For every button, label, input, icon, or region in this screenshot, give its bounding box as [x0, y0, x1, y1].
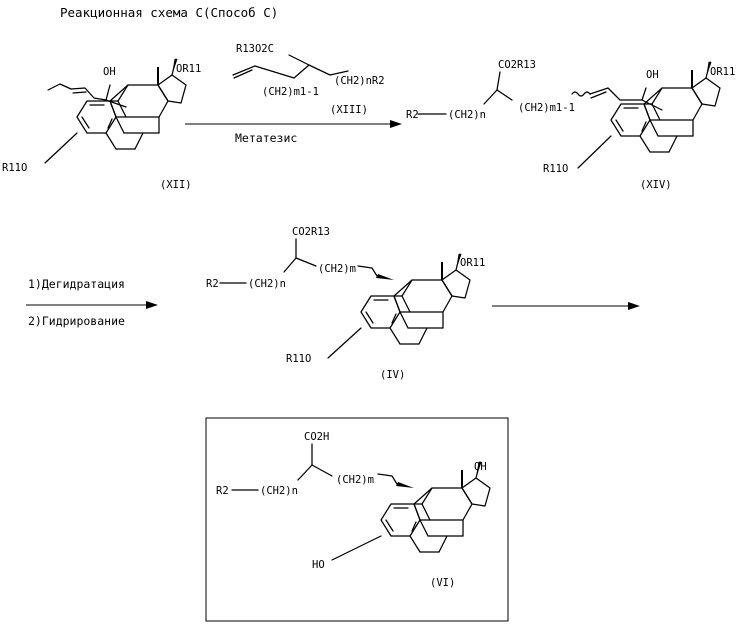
branch-right-xiv	[497, 90, 512, 100]
or11-top-xii: OR11	[176, 63, 201, 75]
branch-left-iv	[284, 258, 296, 272]
ester-label-xiv: CO2R13	[498, 59, 536, 71]
or11-top-xiv: OR11	[710, 66, 735, 78]
ether-bond-iv	[328, 328, 361, 358]
reagent-ester-label: R13O2C	[236, 43, 274, 55]
wavy-bond	[572, 92, 590, 96]
or11-left-xiv: R11O	[543, 163, 568, 175]
acid-label-vi: CO2H	[304, 431, 329, 443]
arrow-metathesis: Метатезис	[185, 120, 402, 145]
reagent-chain-n: (CH2)nR2	[334, 75, 385, 87]
compound-xii: OH OR11 R11O (XII)	[2, 59, 201, 191]
steroid-core-iv	[361, 262, 470, 344]
compound-iv: OR11 R11O CO2R13 (CH2)m (CH2)n R2 (IV)	[206, 226, 485, 381]
hydrogenation-label: 2)Гидрирование	[28, 314, 125, 328]
chain-n-iv: (CH2)n	[248, 278, 286, 290]
label-vi: (VI)	[430, 577, 455, 589]
steroid-core-vi	[381, 470, 490, 552]
compound-xiv: OH OR11 R11O CO2R13 (CH2)m1-1 (CH2)n R2 …	[406, 59, 735, 191]
ester-bond	[289, 55, 309, 65]
arrow-dehydration-hydrogenation: 1)Дегидратация 2)Гидрирование	[26, 277, 158, 328]
chain-link-iv	[358, 266, 377, 276]
arrow-deprotection	[492, 302, 640, 310]
metathesis-label: Метатезис	[235, 131, 297, 145]
alkene-chain-xiv	[590, 88, 642, 100]
phenol-bond-vi	[332, 536, 381, 560]
reagent-chain-m: (CH2)m1-1	[262, 86, 319, 98]
branch-left-xiv	[484, 90, 497, 104]
ester-bond-xiv	[497, 72, 500, 90]
reagent-label-xiii: (XIII)	[330, 104, 368, 116]
oh-label-xii: OH	[103, 66, 116, 78]
label-xiv: (XIV)	[640, 179, 672, 191]
oh-label-xiv: OH	[646, 69, 659, 81]
branch-left-vi	[298, 465, 312, 480]
allyl-terminal	[48, 84, 71, 90]
branch-right-iv	[296, 258, 316, 266]
reagent-xiii: R13O2C (CH2)m1-1 (CH2)nR2 (XIII)	[233, 43, 385, 116]
ether-bond-xiv	[578, 136, 611, 168]
r2-label-vi: R2	[216, 485, 229, 497]
chain-m-vi: (CH2)m	[336, 474, 374, 486]
chain-link-vi	[378, 474, 397, 484]
ether-bond-xii	[45, 133, 77, 163]
ho-left-vi: HO	[312, 559, 325, 571]
or11-left-iv: R11O	[286, 353, 311, 365]
scheme-title: Реакционная схема C(Способ C)	[60, 5, 278, 20]
label-xii: (XII)	[160, 179, 192, 191]
allyl-double-bond	[73, 92, 86, 93]
branch-bond	[309, 65, 348, 75]
r2-label-xiv: R2	[406, 109, 419, 121]
allyl-chain	[71, 88, 106, 100]
c11-wedge-vi	[396, 482, 414, 488]
label-iv: (IV)	[380, 369, 405, 381]
branch-right-vi	[312, 465, 332, 476]
chain-n-xiv: (CH2)n	[448, 109, 486, 121]
vinyl-chain	[233, 65, 309, 78]
r2-label-iv: R2	[206, 278, 219, 290]
oh-top-vi: OH	[474, 461, 487, 473]
compound-vi: OH HO CO2H (CH2)m (CH2)n R2 (VI)	[216, 431, 490, 589]
or11-left-xii: R11O	[2, 162, 27, 174]
steroid-core-xiv	[611, 70, 720, 152]
chain-m-xiv: (CH2)m1-1	[518, 102, 575, 114]
ester-label-iv: CO2R13	[292, 226, 330, 238]
chain-m-iv: (CH2)m	[318, 263, 356, 275]
c11-wedge-iv	[376, 274, 394, 280]
dehydration-label: 1)Дегидратация	[28, 277, 125, 291]
or11-top-iv: OR11	[460, 257, 485, 269]
chain-n-vi: (CH2)n	[260, 485, 298, 497]
steroid-core-xii	[77, 67, 186, 149]
